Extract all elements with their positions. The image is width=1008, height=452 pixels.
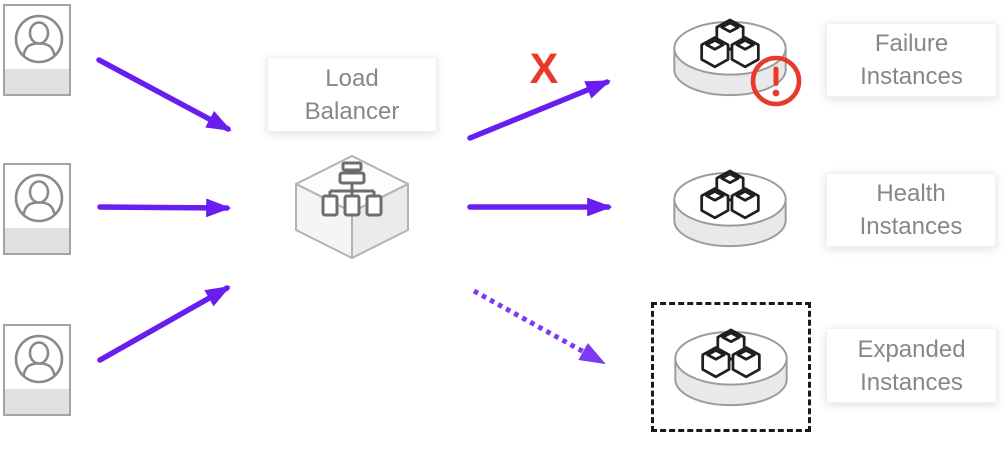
failure-instances-label-text: Failure Instances [860, 30, 963, 90]
failure-instances-label: Failure Instances [826, 23, 997, 97]
card-footer-band [5, 69, 69, 94]
user-icon [12, 332, 66, 386]
health-instances-label: Health Instances [826, 173, 996, 247]
expanded-instances-icon [673, 328, 789, 407]
card-footer-band [5, 228, 69, 253]
arrow-client1-to-lb [96, 57, 232, 132]
arrow-client3-to-lb [97, 285, 231, 363]
arrow-lb-to-expanded-dotted [472, 288, 606, 365]
client-card-3 [3, 324, 71, 416]
arrow-lb-to-failure [467, 79, 611, 141]
health-instances-icon [672, 169, 788, 248]
expanded-instances-label-text: Expanded Instances [857, 335, 966, 396]
user-icon [12, 171, 66, 225]
client-card-2 [3, 163, 71, 255]
load-balancer-icon [294, 154, 410, 260]
load-balancer-label: Load Balancer [267, 57, 437, 132]
arrow-client2-to-lb [97, 198, 232, 218]
user-icon [12, 12, 66, 66]
health-instances-label-text: Health Instances [859, 180, 963, 240]
load-balancer-label-text: Load Balancer [304, 64, 400, 125]
card-footer-band [5, 389, 69, 414]
expanded-selection-box [651, 302, 811, 432]
blocked-x-mark: X [529, 45, 559, 93]
client-card-1 [3, 4, 71, 96]
expanded-instances-label: Expanded Instances [826, 328, 997, 403]
alert-exclamation-icon [750, 55, 802, 107]
